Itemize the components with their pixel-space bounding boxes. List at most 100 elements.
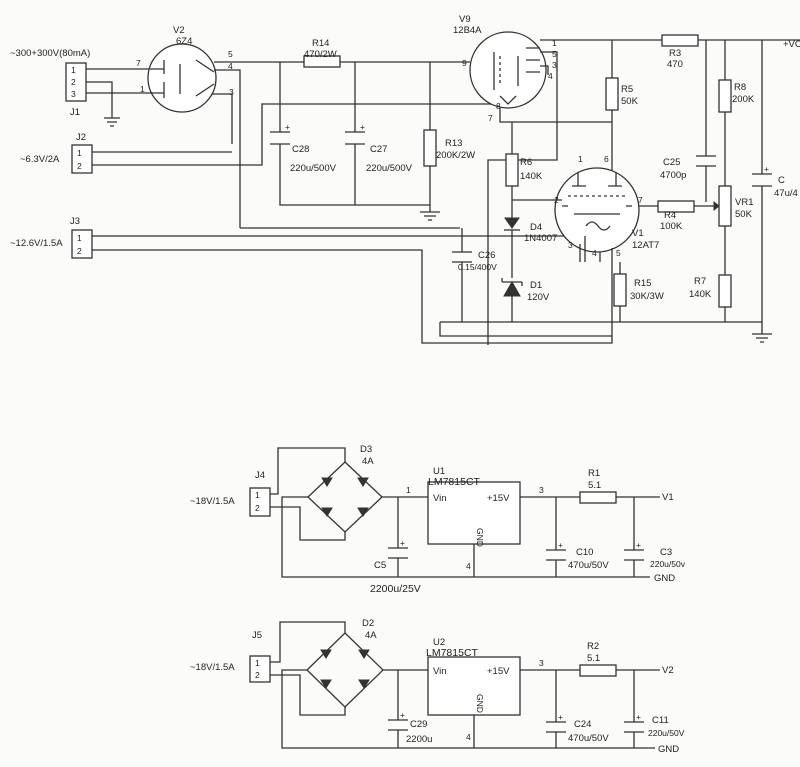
svg-text:2: 2 <box>77 161 82 171</box>
resistor-r15 <box>613 273 627 307</box>
c26-value: 0.15/400V <box>458 262 497 272</box>
svg-text:+: + <box>400 538 405 548</box>
connector-j2: 1 2 <box>71 144 93 174</box>
tube-v2: 7 1 5 4 3 <box>136 43 234 113</box>
svg-text:5: 5 <box>228 49 233 59</box>
svg-text:4: 4 <box>592 248 597 258</box>
r4-label: R4 <box>664 210 676 221</box>
resistor-r3 <box>661 34 699 47</box>
r14-label: R14 <box>312 38 329 49</box>
bridge-rectifier-d3 <box>307 461 383 533</box>
capacitor-c26 <box>452 251 472 263</box>
d3-value: 4A <box>362 456 374 467</box>
svg-text:+: + <box>558 540 563 550</box>
u2-type: LM7815CT <box>426 647 479 659</box>
svg-text:+: + <box>558 712 563 722</box>
svg-text:5: 5 <box>552 49 557 59</box>
svg-text:1: 1 <box>71 65 76 75</box>
capacitor-c27 <box>345 131 365 145</box>
svg-text:6: 6 <box>604 154 609 164</box>
r1-label: R1 <box>588 468 600 479</box>
capacitor-c24 <box>546 721 566 733</box>
svg-text:+: + <box>360 122 365 132</box>
ground-symbol-j1 <box>104 117 120 127</box>
svg-text:3: 3 <box>229 87 234 97</box>
capacitor-c5 <box>388 547 408 559</box>
vr1-value: 50K <box>735 209 753 220</box>
svg-text:2: 2 <box>255 503 260 513</box>
svg-text:4: 4 <box>548 71 553 81</box>
svg-text:3: 3 <box>539 658 544 668</box>
j5-label: J5 <box>252 630 262 641</box>
gnd-label-1: GND <box>654 573 675 584</box>
svg-text:3: 3 <box>568 240 573 250</box>
c11-label: C11 <box>652 715 669 726</box>
u1-gnd-pin: GND <box>475 528 485 547</box>
svg-text:1: 1 <box>255 490 260 500</box>
svg-text:3: 3 <box>71 89 76 99</box>
r4-value: 100K <box>660 221 683 232</box>
c28-value: 220u/500V <box>290 163 337 174</box>
j3-label: J3 <box>70 216 80 227</box>
ground-symbol-main <box>420 211 440 221</box>
r7-value: 140K <box>689 289 712 300</box>
capacitor-c25 <box>696 155 716 167</box>
svg-text:1: 1 <box>255 658 260 668</box>
resistor-r6 <box>505 153 519 187</box>
svg-text:3: 3 <box>539 485 544 495</box>
svg-text:2: 2 <box>77 246 82 256</box>
svg-text:+: + <box>285 122 290 132</box>
u2-vin-pin: Vin <box>433 666 447 677</box>
c29-value: 2200u <box>406 734 432 745</box>
resistor-r1 <box>579 491 617 504</box>
d2-value: 4A <box>365 630 377 641</box>
c-out-value: 47u/4 <box>774 188 798 199</box>
svg-text:2: 2 <box>71 77 76 87</box>
svg-text:1: 1 <box>578 154 583 164</box>
v1-label: V1 <box>632 228 644 239</box>
u2-gnd-pin: GND <box>475 694 485 713</box>
resistor-r13 <box>423 129 437 167</box>
u2-label: U2 <box>433 637 445 648</box>
potentiometer-vr1 <box>718 185 732 227</box>
r1-value: 5.1 <box>588 480 601 491</box>
v2-label: V2 <box>173 25 185 36</box>
svg-text:4: 4 <box>466 732 471 742</box>
c27-value: 220u/500V <box>366 163 413 174</box>
c28-label: C28 <box>292 144 309 155</box>
resistor-r5 <box>605 77 619 111</box>
j4-label: J4 <box>255 470 265 481</box>
connector-j1: 1 2 3 <box>65 62 87 102</box>
r3-label: R3 <box>669 48 681 59</box>
svg-text:1: 1 <box>406 485 411 495</box>
d4-label: D4 <box>530 222 542 233</box>
r15-value: 30K/3W <box>630 291 664 302</box>
svg-text:7: 7 <box>136 58 141 68</box>
r5-value: 50K <box>621 96 639 107</box>
svg-text:1: 1 <box>140 84 145 94</box>
svg-text:7: 7 <box>488 113 493 123</box>
zener-diode-d1 <box>501 278 523 297</box>
u2-out-pin: +15V <box>487 666 510 677</box>
svg-text:1: 1 <box>77 148 82 158</box>
svg-text:4: 4 <box>228 61 233 71</box>
r13-label: R13 <box>445 138 462 149</box>
output-voltage-label: +VO <box>783 39 800 50</box>
svg-text:1: 1 <box>552 38 557 48</box>
svg-text:+: + <box>636 712 641 722</box>
capacitor-c11 <box>624 721 644 733</box>
svg-text:5: 5 <box>616 248 621 258</box>
svg-text:2: 2 <box>255 670 260 680</box>
j2-input-label: ~6.3V/2A <box>20 154 60 165</box>
resistor-r8 <box>718 79 732 113</box>
svg-text:+: + <box>764 164 769 174</box>
capacitor-c28 <box>270 131 290 145</box>
r7-label: R7 <box>694 276 706 287</box>
d3-label: D3 <box>360 444 372 455</box>
r6-label: R6 <box>520 157 532 168</box>
tube-v1: 1 6 2 7 3 4 5 <box>554 154 643 262</box>
u1-vin-pin: Vin <box>433 493 447 504</box>
r8-label: R8 <box>734 82 746 93</box>
diode-d4 <box>504 217 520 231</box>
c-out-label: C <box>778 175 785 186</box>
